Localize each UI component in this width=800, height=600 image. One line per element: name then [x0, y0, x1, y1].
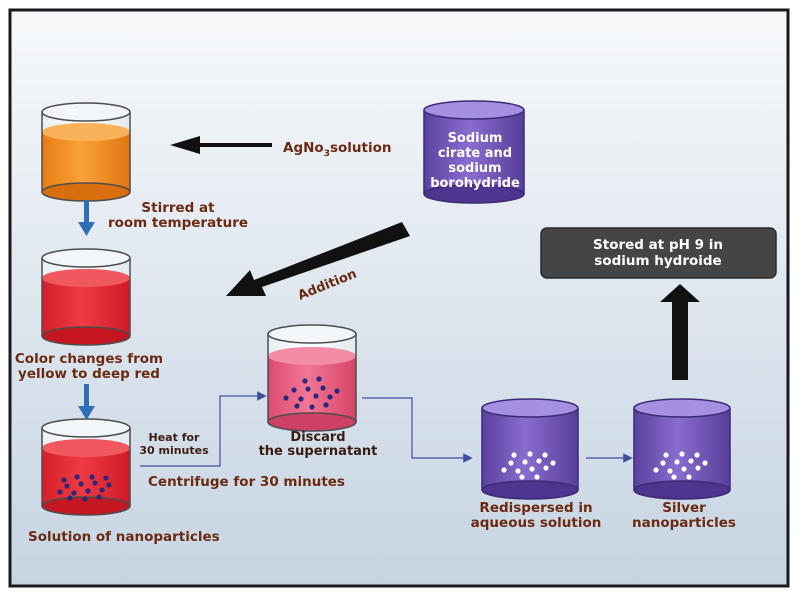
beaker-pink [267, 324, 357, 432]
svg-text:aqueous solution: aqueous solution [471, 515, 602, 531]
connector-redisperse [362, 397, 473, 463]
arrow-blue-down-2 [78, 384, 95, 420]
nanoparticles-dark-pink [283, 376, 340, 410]
svg-text:borohydride: borohydride [430, 176, 520, 191]
arrow-addition [226, 222, 410, 296]
label-stirred: Stirred at room temperature [108, 200, 248, 231]
stored-box [540, 227, 777, 279]
svg-text:cirate and: cirate and [438, 146, 512, 161]
beaker-orange [41, 102, 131, 202]
svg-text:Silver: Silver [662, 500, 706, 516]
svg-text:sodium hydroide: sodium hydroide [594, 253, 721, 269]
svg-text:the supernatant: the supernatant [259, 444, 378, 459]
label-color-change: Color changes from yellow to deep red [15, 351, 163, 382]
cylinder-sodium-reagent [423, 100, 525, 204]
label-discard: Discard the supernatant [259, 430, 378, 459]
svg-text:Stirred at: Stirred at [141, 200, 215, 216]
label-heat: Heat for 30 minutes [139, 431, 209, 457]
label-centrifuge: Centrifuge for 30 minutes [148, 474, 345, 490]
label-stored: Stored at pH 9 in sodium hydroide [593, 237, 723, 269]
arrow-up-stored [660, 284, 700, 380]
arrow-blue-down-1 [78, 200, 95, 236]
label-solution-nanoparticles: Solution of nanoparticles [28, 529, 220, 545]
cylinder-redispersed [481, 398, 579, 500]
svg-text:Sodium: Sodium [448, 131, 503, 146]
label-redispersed: Redispersed in aqueous solution [471, 500, 602, 531]
beaker-red-particles [41, 418, 131, 516]
nanoparticles-white-1 [501, 451, 556, 480]
label-sodium-reagent: Sodium cirate and sodium borohydride [430, 131, 520, 191]
svg-text:nanoparticles: nanoparticles [632, 515, 736, 531]
nanoparticles-white-2 [653, 451, 708, 480]
connector-heat [140, 391, 267, 467]
svg-text:Discard: Discard [290, 430, 345, 445]
label-agno3: AgNo3solution [283, 140, 391, 159]
cylinder-silver [633, 398, 731, 500]
arrow-agno3-shape [170, 136, 272, 154]
beaker-red [41, 248, 131, 346]
svg-text:sodium: sodium [448, 161, 501, 176]
svg-text:Heat for: Heat for [149, 431, 201, 444]
svg-text:Stored at pH 9 in: Stored at pH 9 in [593, 237, 723, 253]
svg-text:yellow to deep red: yellow to deep red [18, 366, 160, 382]
svg-text:room temperature: room temperature [108, 215, 248, 231]
nanoparticles-dark [57, 474, 112, 502]
svg-text:Redispersed in: Redispersed in [479, 500, 592, 516]
svg-text:Color changes from: Color changes from [15, 351, 163, 367]
label-silver: Silver nanoparticles [632, 500, 736, 531]
svg-text:30 minutes: 30 minutes [139, 444, 209, 457]
